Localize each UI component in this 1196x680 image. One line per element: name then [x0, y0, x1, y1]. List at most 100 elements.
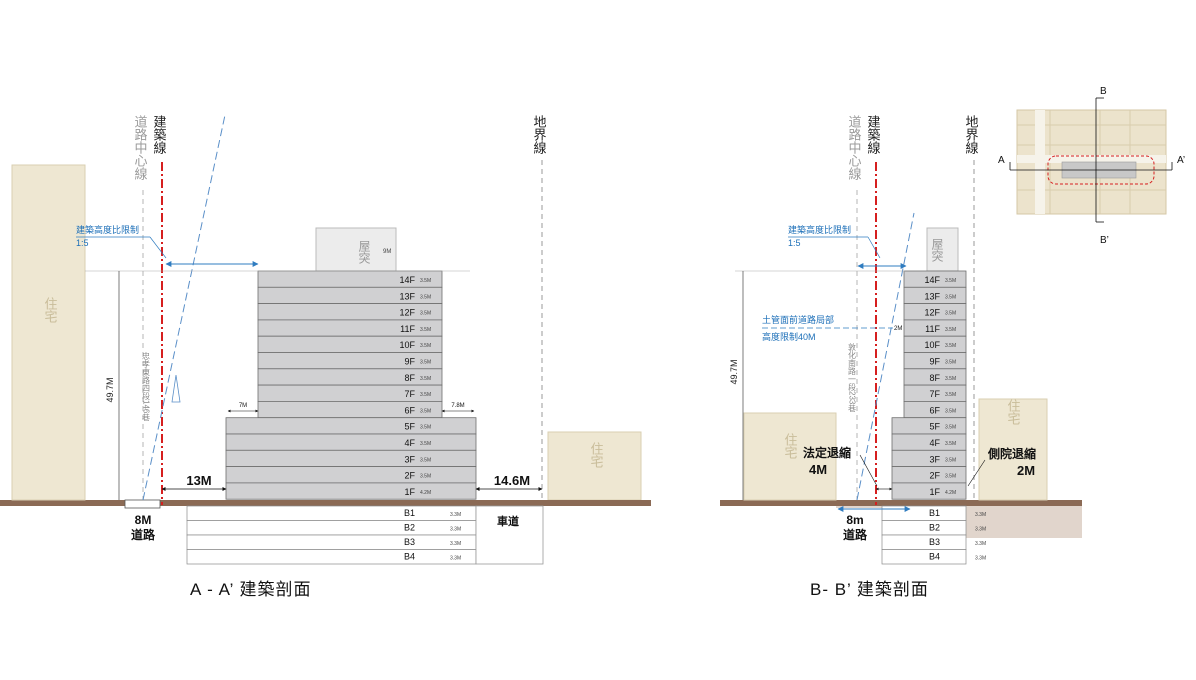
aa-road-width: 8M	[135, 513, 152, 527]
basement-label: B2	[929, 523, 940, 533]
floor-label: 4F	[929, 438, 940, 448]
basement-height: 3.3M	[450, 556, 461, 562]
floor-height: 3.5M	[420, 425, 431, 431]
basement-label: B3	[404, 537, 415, 547]
bb-road-label: 道路	[843, 527, 868, 542]
basement-height: 3.3M	[450, 541, 461, 547]
floor-height: 3.5M	[420, 474, 431, 480]
floor-height: 3.5M	[945, 425, 956, 431]
bb-ground-cut	[720, 506, 1082, 538]
floor-label: 2F	[929, 471, 940, 481]
bb-local-limit-1: 土管面前道路局部	[762, 314, 834, 325]
floor-label: 10F	[924, 340, 940, 350]
basement-slab	[881, 520, 967, 536]
floor-height: 3.5M	[945, 327, 956, 333]
floor-height: 4.2M	[945, 490, 956, 496]
floor-label: 6F	[404, 405, 415, 415]
floor-label: 9F	[929, 357, 940, 367]
bb-residence-right	[978, 398, 1048, 501]
floor-height: 3.5M	[420, 392, 431, 398]
floor-height: 3.5M	[420, 278, 431, 284]
floor-row: 1F 4.2M	[891, 482, 967, 500]
floor-row: 6F 3.5M	[257, 400, 443, 419]
aa-ratio-value: 1:5	[76, 238, 89, 248]
floor-height: 3.5M	[945, 278, 956, 284]
basement-row: B3 3.3M	[186, 534, 477, 550]
aa-road	[124, 499, 161, 509]
basement-height: 3.3M	[975, 541, 986, 547]
bb-section-title: B- B’ 建築剖面	[810, 580, 929, 599]
floor-label: 13F	[399, 291, 415, 301]
floor-height: 3.5M	[420, 441, 431, 447]
floor-height: 3.5M	[420, 457, 431, 463]
aa-driveway-label: 車道	[497, 514, 519, 528]
bb-center-line-label: 道路中心線	[847, 115, 862, 180]
basement-label: B1	[404, 508, 415, 518]
basement-slab	[186, 534, 477, 550]
floor-label: 3F	[929, 454, 940, 464]
floor-row: 9F 3.5M	[903, 352, 967, 370]
aa-setback-left: 13M	[186, 473, 211, 488]
basement-height: 3.3M	[975, 512, 986, 518]
bb-local-limit-2: 高度限制40M	[762, 331, 816, 342]
aa-step-left: 7M	[239, 403, 247, 409]
floor-label: 3F	[404, 454, 415, 464]
floor-row: 6F 3.5M	[903, 400, 967, 419]
floor-height: 3.5M	[945, 376, 956, 382]
floor-label: 12F	[399, 308, 415, 318]
floor-slab	[225, 466, 477, 484]
bb-ratio-slope	[856, 212, 915, 501]
key-map-b-bottom: B’	[1100, 235, 1109, 246]
floor-label: 1F	[404, 487, 415, 497]
key-map-b-top: B	[1100, 86, 1107, 97]
bb-legal-setback-label: 法定退縮	[803, 445, 851, 460]
basement-label: B1	[929, 508, 940, 518]
floor-height: 3.5M	[945, 441, 956, 447]
aa-residence-right	[547, 431, 642, 501]
floor-height: 3.5M	[945, 408, 956, 414]
floor-height: 3.5M	[945, 360, 956, 366]
floor-height: 3.5M	[420, 327, 431, 333]
floor-height: 3.5M	[420, 360, 431, 366]
floor-height: 3.5M	[420, 343, 431, 349]
aa-driveway	[475, 505, 544, 565]
bb-roof-label: 屋突	[930, 238, 944, 262]
floor-height: 3.5M	[420, 408, 431, 414]
bb-local-limit-offset: 2M	[894, 326, 902, 332]
key-map-a-left: A	[998, 155, 1005, 166]
floor-label: 6F	[929, 405, 940, 415]
floor-label: 13F	[924, 291, 940, 301]
bb-residence-left	[743, 412, 837, 501]
floor-height: 4.2M	[420, 490, 431, 496]
floor-height: 3.5M	[945, 294, 956, 300]
key-map-a-right: A’	[1177, 155, 1185, 166]
basement-height: 3.3M	[975, 556, 986, 562]
bb-roof	[926, 227, 959, 272]
bb-residence-left-label: 住宅	[783, 433, 798, 459]
floor-label: 1F	[929, 487, 940, 497]
key-map: A A’ B B’	[998, 86, 1185, 246]
floor-label: 9F	[404, 357, 415, 367]
floor-row: 3F 3.5M	[225, 449, 477, 467]
floor-label: 5F	[404, 422, 415, 432]
floor-row: 5F 3.5M	[225, 417, 477, 435]
aa-roof-height: 9M	[383, 249, 391, 255]
floor-label: 8F	[404, 373, 415, 383]
bb-ground	[720, 500, 1082, 506]
aa-total-height: 49.7M	[105, 377, 115, 402]
aa-road-label: 道路	[131, 527, 156, 542]
